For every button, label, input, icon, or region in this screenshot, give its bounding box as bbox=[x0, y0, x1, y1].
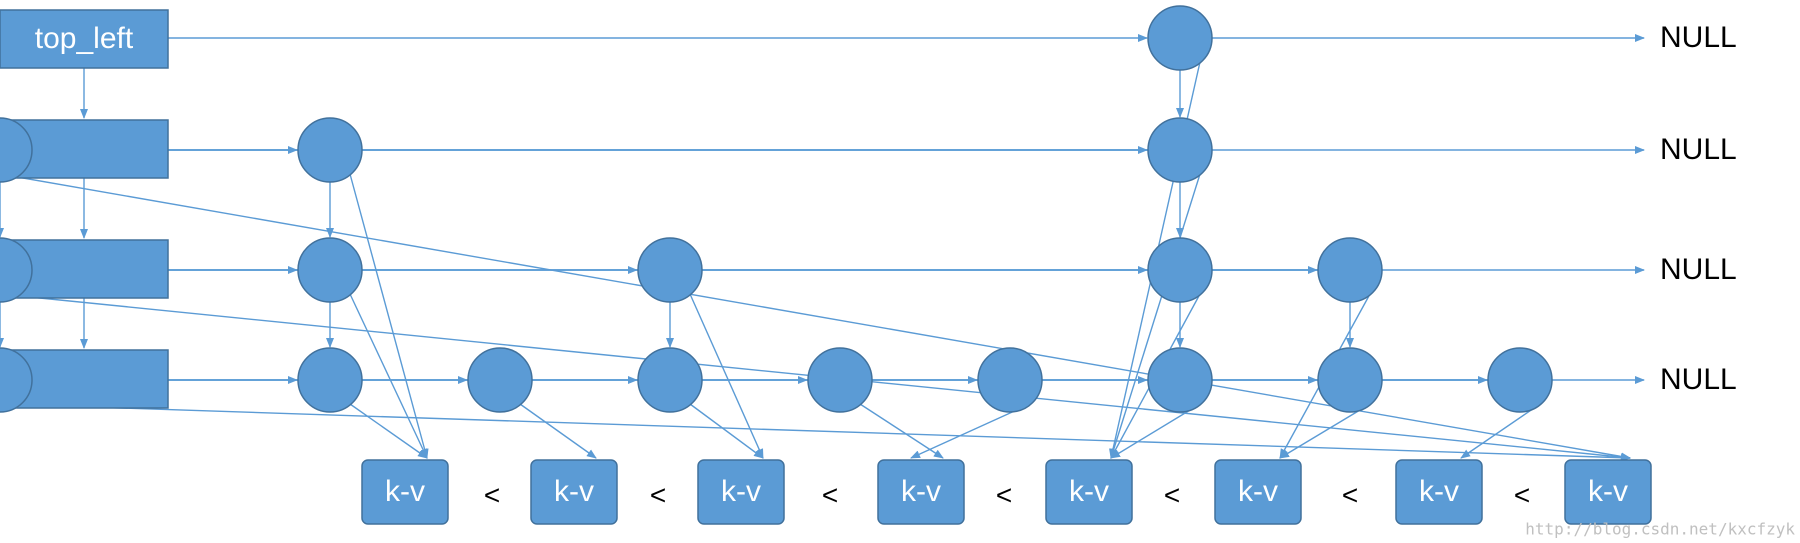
null-label-level-4: NULL bbox=[1660, 21, 1737, 54]
null-label-level-1: NULL bbox=[1660, 363, 1737, 396]
kv-box-3 bbox=[697, 459, 785, 525]
skiplist-node-col-5-level-1 bbox=[1147, 347, 1213, 413]
kv-label-5: k-v bbox=[1069, 475, 1109, 508]
col-5-level-3-to-kv bbox=[1109, 173, 1201, 459]
head-label: top_left bbox=[35, 22, 134, 55]
col-5-level-1-to-kv bbox=[1110, 403, 1201, 459]
col-0-level-1-to-kv bbox=[349, 403, 428, 459]
kv-label-8: k-v bbox=[1588, 475, 1628, 508]
kv-label-1: k-v bbox=[385, 475, 425, 508]
col-8-level-3-to-kv bbox=[0, 173, 1631, 461]
skiplist-node-col-1-level-1 bbox=[467, 347, 533, 413]
less-than-1: < bbox=[484, 479, 500, 510]
skiplist-node-col-0-level-2 bbox=[297, 237, 363, 303]
kv-label-6: k-v bbox=[1238, 475, 1278, 508]
col-8-level-1-to-kv bbox=[0, 403, 1631, 462]
less-than-3: < bbox=[822, 479, 838, 510]
kv-box-8 bbox=[1564, 459, 1652, 525]
kv-label-7: k-v bbox=[1419, 475, 1459, 508]
less-than-6: < bbox=[1342, 479, 1358, 510]
kv-label-3: k-v bbox=[721, 475, 761, 508]
col-0-level-3-to-kv bbox=[349, 173, 429, 459]
col-4-level-1-to-kv bbox=[910, 403, 1031, 459]
head-node-level-4 bbox=[0, 9, 169, 69]
nodes-layer bbox=[0, 5, 1652, 525]
skiplist-node-col-8-level-1 bbox=[0, 347, 33, 413]
watermark: http://blog.csdn.net/kxcfzyk bbox=[1525, 520, 1795, 539]
less-than-5: < bbox=[1164, 479, 1180, 510]
col-7-level-1-to-kv bbox=[1460, 403, 1541, 459]
col-0-level-2-to-kv bbox=[349, 293, 428, 459]
kv-box-4 bbox=[877, 459, 965, 525]
skiplist-node-col-7-level-1 bbox=[1487, 347, 1553, 413]
kv-label-4: k-v bbox=[901, 475, 941, 508]
less-than-2: < bbox=[650, 479, 666, 510]
skiplist-node-col-2-level-2 bbox=[637, 237, 703, 303]
skiplist-node-col-5-level-2 bbox=[1147, 237, 1213, 303]
kv-box-6 bbox=[1214, 459, 1302, 525]
kv-box-2 bbox=[530, 459, 618, 525]
skiplist-node-col-6-level-1 bbox=[1317, 347, 1383, 413]
skiplist-node-col-5-level-4 bbox=[1147, 5, 1213, 71]
null-label-level-3: NULL bbox=[1660, 133, 1737, 166]
kv-box-1 bbox=[361, 459, 449, 525]
skiplist-node-col-4-level-1 bbox=[977, 347, 1043, 413]
skiplist-node-col-3-level-1 bbox=[807, 347, 873, 413]
less-than-7: < bbox=[1514, 479, 1530, 510]
skiplist-node-col-0-level-1 bbox=[297, 347, 363, 413]
col-1-level-1-to-kv bbox=[519, 403, 597, 459]
col-3-level-1-to-kv bbox=[859, 403, 944, 459]
kv-label-2: k-v bbox=[554, 475, 594, 508]
skiplist-node-col-2-level-1 bbox=[637, 347, 703, 413]
col-6-level-1-to-kv bbox=[1279, 403, 1371, 459]
skiplist-node-col-6-level-2 bbox=[1317, 237, 1383, 303]
skiplist-node-col-8-level-2 bbox=[0, 237, 33, 303]
kv-box-7 bbox=[1395, 459, 1483, 525]
skiplist-node-col-0-level-3 bbox=[297, 117, 363, 183]
col-2-level-1-to-kv bbox=[689, 403, 764, 459]
skiplist-node-col-5-level-3 bbox=[1147, 117, 1213, 183]
skiplist-node-col-8-level-3 bbox=[0, 117, 33, 183]
kv-box-5 bbox=[1045, 459, 1133, 525]
col-2-level-2-to-kv bbox=[689, 293, 764, 459]
less-than-4: < bbox=[996, 479, 1012, 510]
null-label-level-2: NULL bbox=[1660, 253, 1737, 286]
